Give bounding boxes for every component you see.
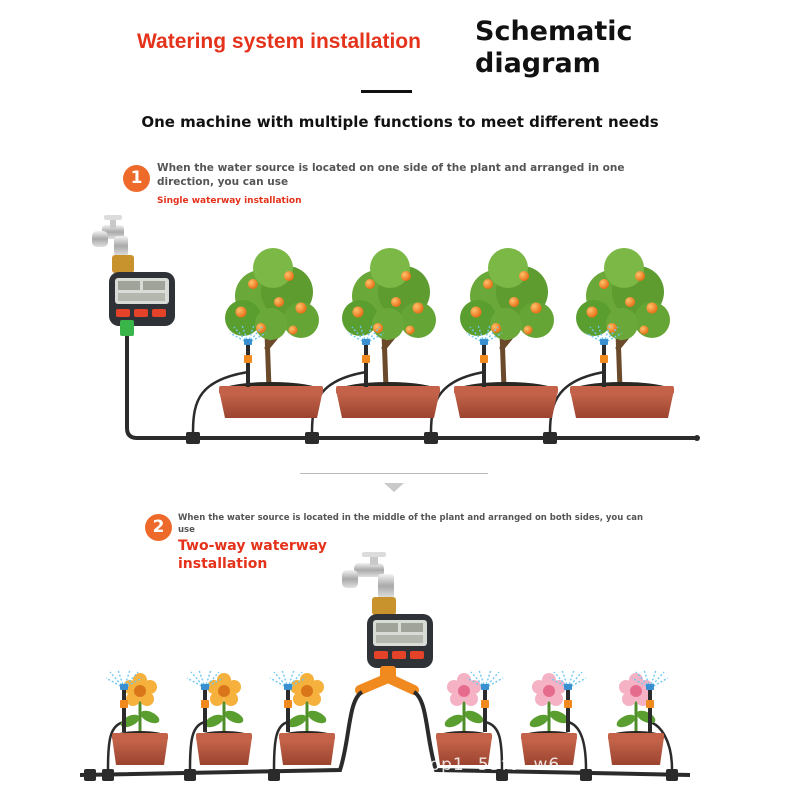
hose-adapter	[120, 320, 134, 336]
main-pipe-right	[412, 690, 691, 777]
step-2-badge: 2	[145, 514, 172, 541]
chevron-down-icon	[384, 483, 404, 492]
title-secondary: Schematic diagram	[475, 16, 633, 79]
tree-pot-2	[336, 248, 440, 418]
section-divider	[300, 473, 488, 474]
flower-pot-pink-3	[606, 671, 666, 767]
faucet-icon	[92, 215, 128, 256]
subtitle: One machine with multiple functions to m…	[141, 113, 659, 131]
connector-fitting	[112, 255, 134, 273]
step-1-badge: 1	[123, 165, 150, 192]
title-primary: Watering system installation	[137, 30, 421, 53]
main-pipe-left	[79, 690, 364, 777]
tree-pot-3	[454, 248, 558, 418]
faucet-icon	[342, 552, 394, 598]
tree-pot-1	[219, 248, 323, 418]
step-1-description: When the water source is located on one …	[157, 162, 625, 188]
water-timer-device	[109, 272, 175, 326]
title-underline	[361, 90, 412, 93]
watermark-text: top1 55f6 w6	[422, 755, 561, 775]
main-pipe	[125, 336, 697, 440]
step-2-label: Two-way waterway installation	[178, 538, 327, 572]
connector-fitting	[372, 597, 396, 615]
step-1-label: Single waterway installation	[157, 196, 302, 206]
step-2-description: When the water source is located in the …	[178, 513, 644, 535]
water-timer-device	[367, 614, 433, 668]
